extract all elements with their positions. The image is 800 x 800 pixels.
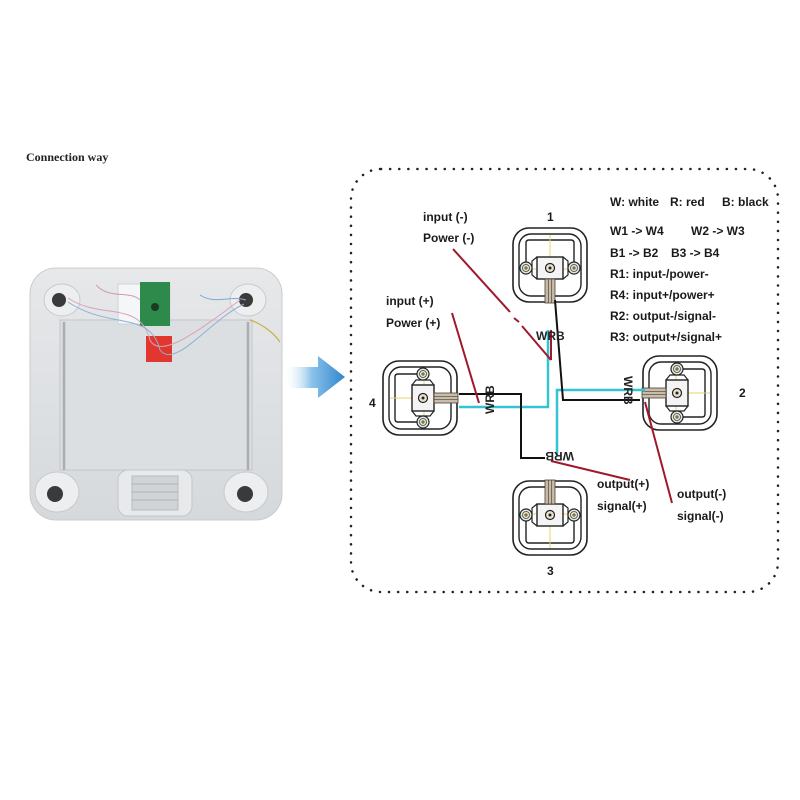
wire-legend: W: white R: red B: black W1 -> W4 W2 -> … bbox=[610, 195, 769, 344]
legend-w2-w3: W2 -> W3 bbox=[691, 224, 745, 238]
wire-b3-b4 bbox=[459, 393, 545, 459]
callout-input-plus: input (+) bbox=[386, 294, 434, 308]
red-lead-r4 bbox=[451, 312, 480, 404]
load-cell-3 bbox=[512, 479, 588, 556]
red-lead-r1 bbox=[513, 317, 520, 323]
right-arrow-icon bbox=[284, 356, 345, 398]
cell-number-4: 4 bbox=[369, 396, 376, 410]
wire-label-cell-3: WRB bbox=[545, 449, 574, 463]
foot-pad bbox=[52, 293, 66, 307]
red-lead-r2 bbox=[644, 401, 673, 504]
wiring bbox=[451, 248, 673, 504]
legend-r2: R2: output-/signal- bbox=[610, 309, 716, 323]
red-lead-r1 bbox=[521, 325, 552, 361]
page-heading: Connection way bbox=[26, 150, 109, 164]
callout-signal-minus: signal(-) bbox=[677, 509, 724, 523]
wire-label-cell-2: WRB bbox=[621, 376, 635, 405]
callout-output-minus: output(-) bbox=[677, 487, 726, 501]
callout-output-plus: output(+) bbox=[597, 477, 649, 491]
wire-label-cell-4: WRB bbox=[483, 385, 497, 414]
legend-b1-b2: B1 -> B2 bbox=[610, 246, 659, 260]
wire-label-cell-1: WRB bbox=[536, 329, 565, 343]
cell-number-2: 2 bbox=[739, 386, 746, 400]
callout-signal-plus: signal(+) bbox=[597, 499, 647, 513]
load-cell-2 bbox=[641, 355, 718, 431]
diagram-frame bbox=[349, 167, 780, 594]
legend-r1: R1: input-/power- bbox=[610, 267, 709, 281]
callout-input-minus: input (-) bbox=[423, 210, 468, 224]
callout-power-minus: Power (-) bbox=[423, 231, 474, 245]
callout-power-plus: Power (+) bbox=[386, 316, 440, 330]
legend-w1-w4: W1 -> W4 bbox=[610, 224, 664, 238]
red-lead-r3 bbox=[550, 460, 631, 481]
load-cell-4 bbox=[382, 360, 459, 436]
scale-photo bbox=[29, 267, 283, 521]
wire-b1-b2 bbox=[554, 299, 640, 401]
legend-r4: R4: input+/power+ bbox=[610, 288, 715, 302]
red-lead-r1 bbox=[452, 248, 511, 313]
legend-black: B: black bbox=[722, 195, 769, 209]
foot-pad bbox=[237, 486, 253, 502]
wire-w2-w3 bbox=[555, 388, 645, 455]
cell-number-1: 1 bbox=[547, 210, 554, 224]
legend-r3: R3: output+/signal+ bbox=[610, 330, 722, 344]
foot-pad bbox=[47, 486, 63, 502]
legend-red: R: red bbox=[670, 195, 705, 209]
legend-white: W: white bbox=[610, 195, 659, 209]
load-cell-1 bbox=[512, 227, 588, 304]
cell-number-3: 3 bbox=[547, 564, 554, 578]
legend-b3-b4: B3 -> B4 bbox=[671, 246, 720, 260]
